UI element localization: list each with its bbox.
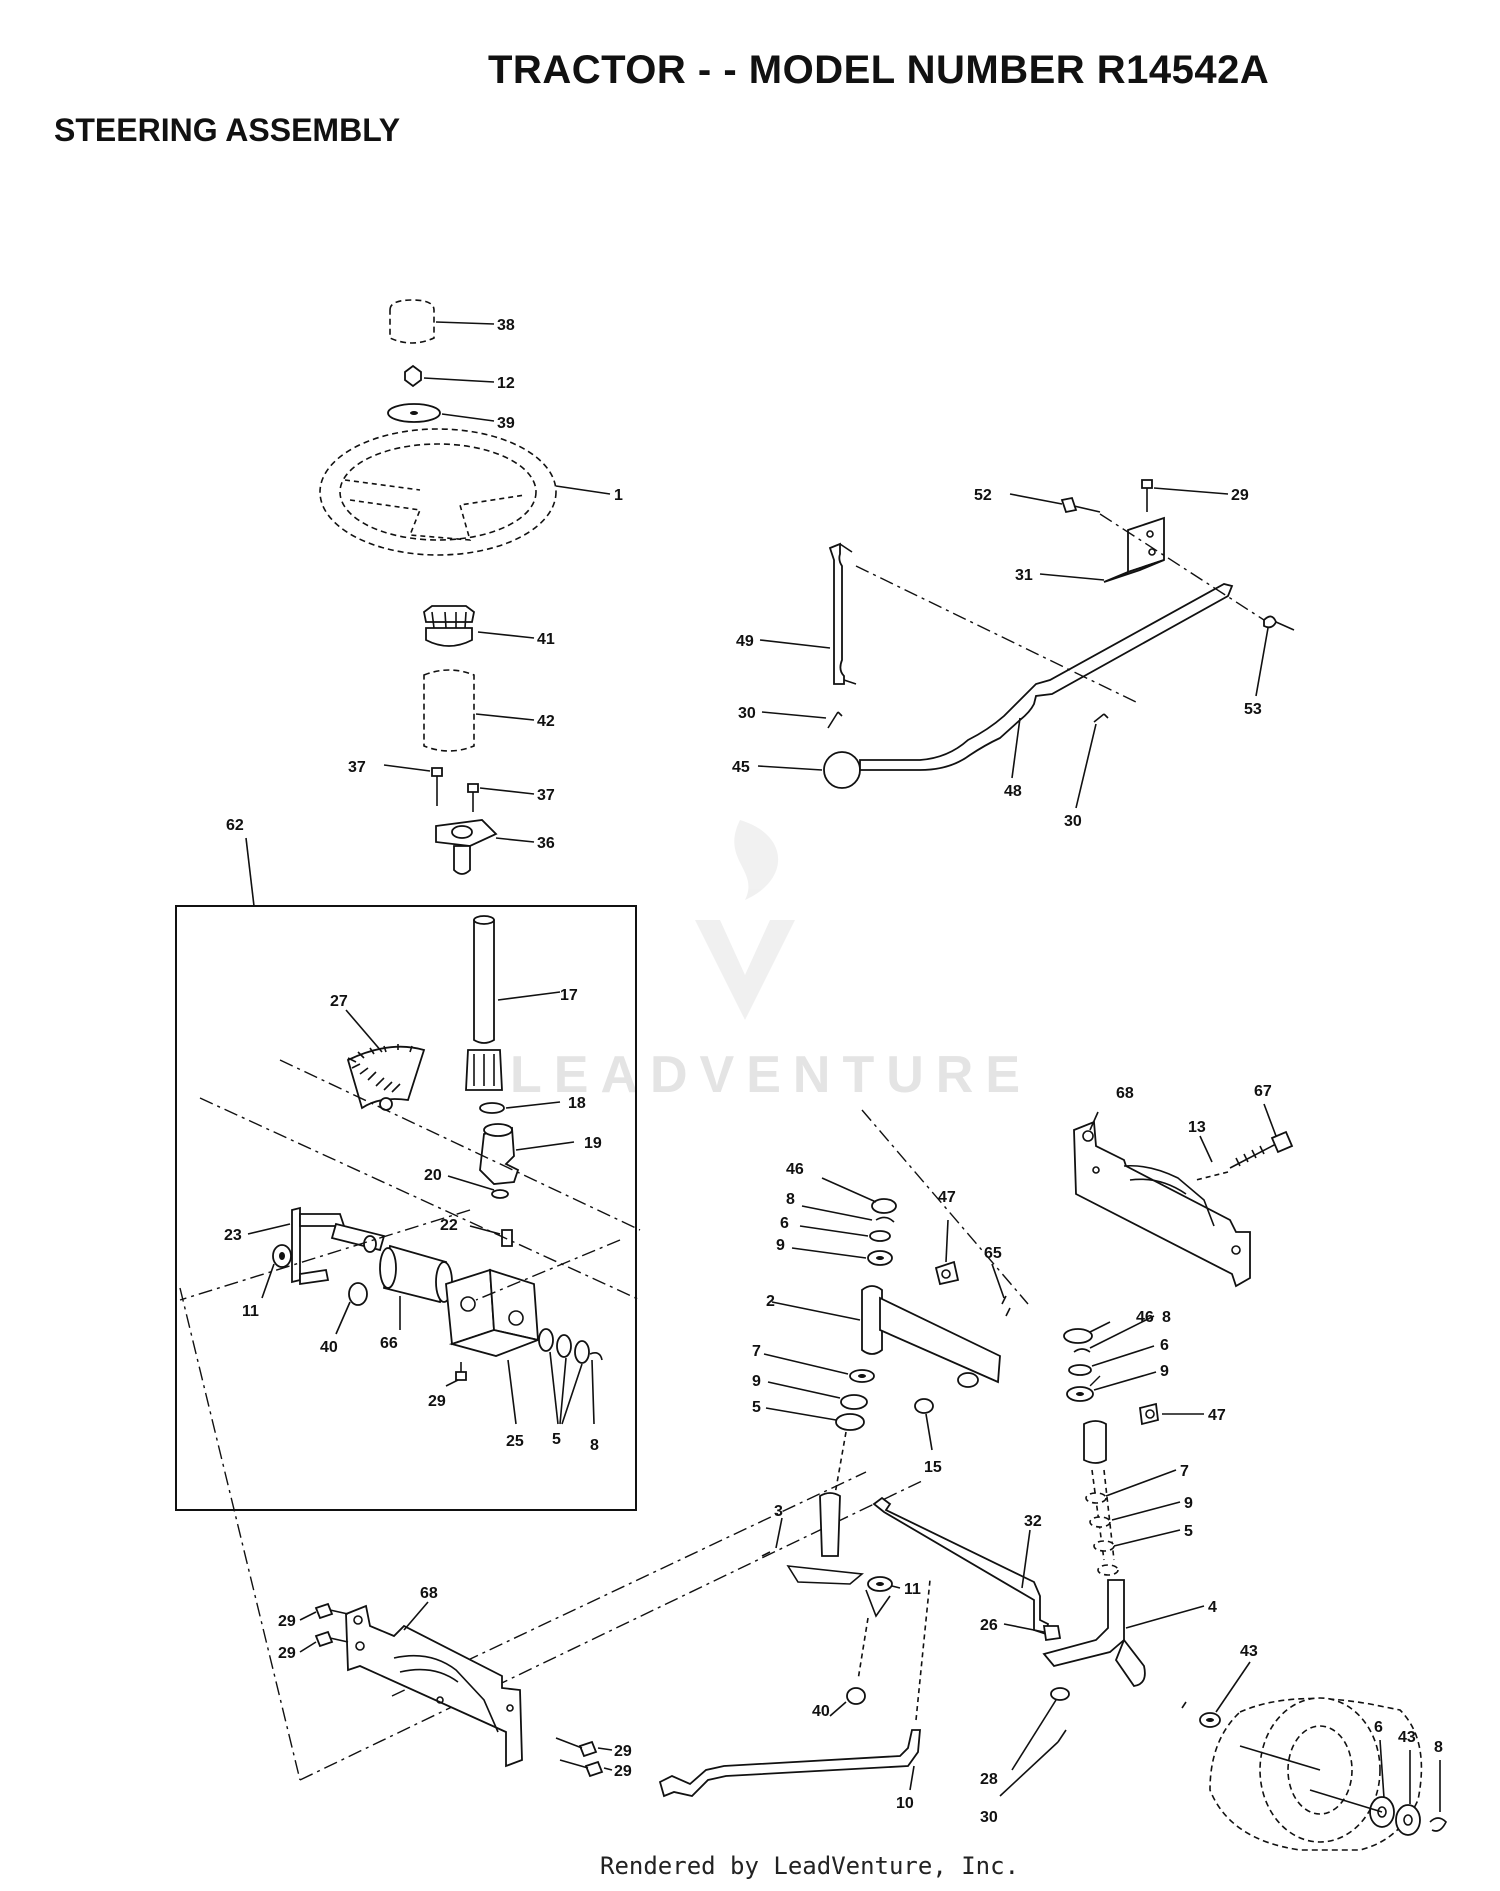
page-title: TRACTOR - - MODEL NUMBER R14542A <box>488 48 1270 92</box>
callout-6b: 6 <box>1160 1337 1169 1354</box>
callout-28: 28 <box>980 1771 998 1788</box>
callout-19: 19 <box>584 1135 602 1152</box>
axle-bracket-left-group <box>299 1601 613 1778</box>
callout-37a: 37 <box>348 759 366 776</box>
callout-23: 23 <box>224 1227 242 1244</box>
callout-9a: 9 <box>776 1237 785 1254</box>
callout-66: 66 <box>380 1335 398 1352</box>
footer-credit: Rendered by LeadVenture, Inc. <box>600 1852 1020 1880</box>
callout-39: 39 <box>497 415 515 432</box>
callout-11b: 11 <box>904 1581 921 1598</box>
spindle-left-group <box>763 1177 1011 1501</box>
callout-27: 27 <box>330 993 348 1010</box>
callout-labels: 38 12 39 1 41 42 37 37 36 62 52 29 31 49… <box>224 317 1443 1826</box>
callout-62: 62 <box>226 817 244 834</box>
watermark-text: LEADVENTURE <box>510 1046 1033 1104</box>
callout-68b: 68 <box>420 1585 438 1602</box>
callout-36: 36 <box>537 835 555 852</box>
steering-wheel-group <box>319 299 611 875</box>
callout-40a: 40 <box>320 1339 338 1356</box>
callout-8c: 8 <box>1162 1309 1171 1326</box>
callout-7a: 7 <box>752 1343 761 1360</box>
callout-46b: 46 <box>1136 1309 1154 1326</box>
section-title: STEERING ASSEMBLY <box>54 112 401 148</box>
callout-26: 26 <box>980 1617 998 1634</box>
callout-30b: 30 <box>1064 813 1082 830</box>
steering-gear-subassembly-box <box>175 837 641 1511</box>
callout-13: 13 <box>1188 1119 1206 1136</box>
callout-42: 42 <box>537 713 555 730</box>
callout-25: 25 <box>506 1433 524 1450</box>
callout-29a: 29 <box>1231 487 1249 504</box>
callout-29c: 29 <box>278 1613 296 1630</box>
callout-29f: 29 <box>614 1763 632 1780</box>
callout-9b: 9 <box>752 1373 761 1390</box>
callout-41: 41 <box>537 631 555 648</box>
callout-68a: 68 <box>1116 1085 1134 1102</box>
callout-37b: 37 <box>537 787 555 804</box>
callout-43b: 43 <box>1398 1729 1416 1746</box>
callout-8d: 8 <box>1434 1739 1443 1756</box>
callout-5b: 5 <box>752 1399 761 1416</box>
linkage-group <box>658 1492 1070 1798</box>
callout-9d: 9 <box>1184 1495 1193 1512</box>
callout-5c: 5 <box>1184 1523 1193 1540</box>
callout-5a: 5 <box>552 1431 561 1448</box>
spindle-right-group <box>1042 1315 1205 1687</box>
callout-12: 12 <box>497 375 515 392</box>
callout-31: 31 <box>1015 567 1033 584</box>
callout-53: 53 <box>1244 701 1262 718</box>
callout-29b: 29 <box>428 1393 446 1410</box>
callout-32: 32 <box>1024 1513 1042 1530</box>
callout-15: 15 <box>924 1459 942 1476</box>
callout-10: 10 <box>896 1795 914 1812</box>
callout-30c: 30 <box>980 1809 998 1826</box>
callout-3: 3 <box>774 1503 783 1520</box>
callout-47b: 47 <box>1208 1407 1226 1424</box>
callout-7b: 7 <box>1180 1463 1189 1480</box>
callout-45: 45 <box>732 759 750 776</box>
callout-6c: 6 <box>1374 1719 1383 1736</box>
callout-11a: 11 <box>242 1303 259 1320</box>
callout-1: 1 <box>614 487 623 504</box>
callout-52: 52 <box>974 487 992 504</box>
lever-assembly-group <box>757 479 1295 809</box>
callout-47a: 47 <box>938 1189 956 1206</box>
flame-v-logo-icon <box>695 820 795 1020</box>
callout-40b: 40 <box>812 1703 830 1720</box>
callout-18: 18 <box>568 1095 586 1112</box>
callout-20: 20 <box>424 1167 442 1184</box>
callout-46a: 46 <box>786 1161 804 1178</box>
callout-8a: 8 <box>590 1437 599 1454</box>
callout-29e: 29 <box>614 1743 632 1760</box>
callout-6a: 6 <box>780 1215 789 1232</box>
callout-8b: 8 <box>786 1191 795 1208</box>
callout-43a: 43 <box>1240 1643 1258 1660</box>
axle-bracket-right-group <box>1073 1103 1294 1288</box>
callout-4: 4 <box>1208 1599 1217 1616</box>
callout-67: 67 <box>1254 1083 1272 1100</box>
callout-29d: 29 <box>278 1645 296 1662</box>
callout-30a: 30 <box>738 705 756 722</box>
callout-22: 22 <box>440 1217 458 1234</box>
callout-2: 2 <box>766 1293 775 1310</box>
callout-65: 65 <box>984 1245 1002 1262</box>
callout-38: 38 <box>497 317 515 334</box>
callout-17: 17 <box>560 987 578 1004</box>
callout-9c: 9 <box>1160 1363 1169 1380</box>
alignment-lines <box>179 1109 1101 1781</box>
callout-49: 49 <box>736 633 754 650</box>
front-wheel-group <box>1181 1661 1447 1851</box>
callout-48: 48 <box>1004 783 1022 800</box>
